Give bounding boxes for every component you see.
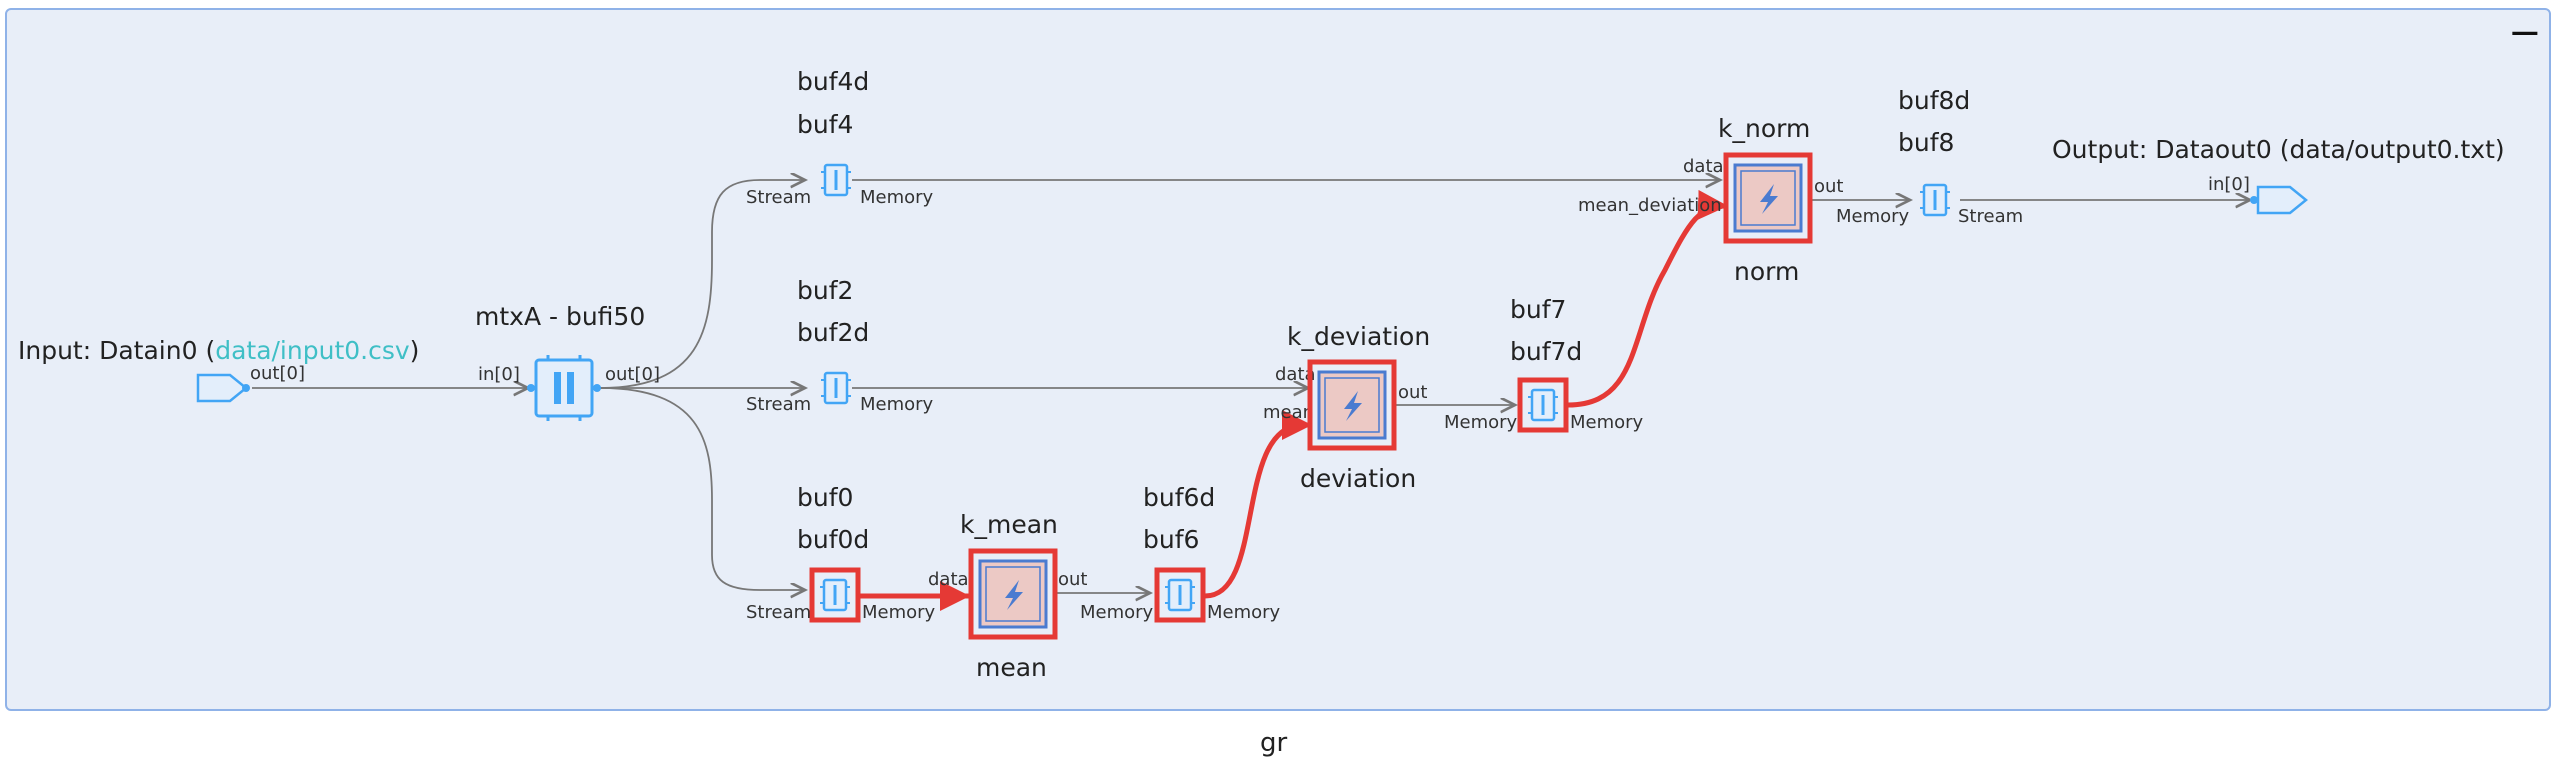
kernel-mean-title: k_mean	[960, 510, 1058, 539]
kernel-deviation[interactable]: k_deviation data mean out deviation	[1263, 322, 1430, 493]
critical-highlight	[1307, 359, 1397, 451]
buf6-top-label: buf6d	[1143, 483, 1215, 512]
output-title: Output: Dataout0 (data/output0.txt)	[2052, 135, 2505, 164]
buffer-icon	[819, 163, 853, 197]
kernel-icon	[1317, 370, 1387, 440]
buffer-icon	[1918, 183, 1952, 217]
edges	[252, 180, 2250, 593]
buffer-buf4[interactable]: buf4d buf4 Stream Memory	[746, 67, 934, 208]
output-port-label: in[0]	[2208, 174, 2250, 195]
buf0-top-label: buf0	[797, 483, 853, 512]
edge-mtx-buf0	[599, 387, 805, 590]
critical-highlight	[1154, 567, 1206, 623]
critical-buf6-deviation	[1204, 410, 1312, 599]
buf8-top-label: buf8d	[1898, 86, 1970, 115]
input-title: Input: Datain0 (data/input0.csv)	[18, 336, 419, 365]
buf6-bottom-label: buf6	[1143, 525, 1199, 554]
buf6-right-port: Memory	[1207, 602, 1281, 623]
buf6-left-port: Memory	[1080, 602, 1154, 623]
input-node[interactable]: Input: Datain0 (data/input0.csv) out[0]	[18, 336, 419, 403]
buf8-left-port: Memory	[1836, 206, 1910, 227]
critical-path	[860, 189, 1729, 611]
kernel-deviation-in1-port: data	[1275, 364, 1316, 385]
buffer-icon	[1163, 578, 1197, 612]
buf4-top-label: buf4d	[797, 67, 869, 96]
buf2-bottom-label: buf2d	[797, 318, 869, 347]
buf7-right-port: Memory	[1570, 412, 1644, 433]
kernel-mean-name: mean	[976, 653, 1047, 682]
buffer-icon	[1526, 388, 1560, 422]
kernel-deviation-in2-port: mean	[1263, 402, 1314, 423]
kernel-mean[interactable]: k_mean data out mean	[928, 510, 1087, 682]
graph-name-label: gr	[1260, 728, 1288, 758]
buf0-right-port: Memory	[862, 602, 936, 623]
buffer-buf6[interactable]: buf6d buf6 Memory Memory	[1080, 483, 1281, 623]
mtx-icon	[527, 355, 601, 421]
critical-buf7-norm	[1567, 189, 1729, 408]
buf4-right-port: Memory	[860, 187, 934, 208]
critical-highlight	[1723, 152, 1813, 244]
buffer-buf7[interactable]: buf7 buf7d Memory Memory	[1444, 295, 1644, 433]
output-node[interactable]: Output: Dataout0 (data/output0.txt) in[0…	[2052, 135, 2505, 215]
kernel-norm[interactable]: k_norm data mean_deviation out norm	[1578, 114, 1843, 286]
mtx-node[interactable]: mtxA - bufi50 in[0] out[0]	[475, 302, 660, 421]
kernel-mean-in-port: data	[928, 569, 969, 590]
kernel-icon	[1733, 163, 1803, 233]
kernel-norm-title: k_norm	[1718, 114, 1810, 143]
kernel-deviation-title: k_deviation	[1287, 322, 1430, 351]
kernel-mean-out-port: out	[1058, 569, 1087, 590]
buf8-right-port: Stream	[1958, 206, 2023, 227]
collapse-button[interactable]: −	[2508, 10, 2542, 56]
buf4-left-port: Stream	[746, 187, 811, 208]
output-port-icon	[2256, 185, 2308, 215]
buffer-buf8[interactable]: buf8d buf8 Memory Stream	[1836, 86, 2023, 227]
buf8-bottom-label: buf8	[1898, 128, 1954, 157]
kernel-icon	[978, 559, 1048, 629]
input-port-icon	[196, 373, 248, 403]
edge-mtx-buf4	[599, 180, 805, 389]
buf4-bottom-label: buf4	[797, 110, 853, 139]
buf7-bottom-label: buf7d	[1510, 337, 1582, 366]
input-file-link[interactable]: data/input0.csv	[215, 336, 410, 365]
kernel-norm-in2-port: mean_deviation	[1578, 195, 1722, 216]
kernel-norm-out-port: out	[1814, 176, 1843, 197]
kernel-norm-in1-port: data	[1683, 156, 1724, 177]
input-port-label: out[0]	[250, 363, 305, 384]
critical-highlight	[1517, 377, 1569, 433]
buf0-left-port: Stream	[746, 602, 811, 623]
kernel-norm-name: norm	[1734, 257, 1799, 286]
critical-highlight	[809, 567, 861, 623]
graph-container	[5, 8, 2551, 711]
buf2-left-port: Stream	[746, 394, 811, 415]
buf2-top-label: buf2	[797, 276, 853, 305]
buffer-buf2[interactable]: buf2 buf2d Stream Memory	[746, 276, 934, 415]
kernel-deviation-name: deviation	[1300, 464, 1416, 493]
kernel-deviation-out-port: out	[1398, 382, 1427, 403]
buffer-icon	[818, 578, 852, 612]
critical-highlight	[968, 548, 1058, 640]
buf0-bottom-label: buf0d	[797, 525, 869, 554]
buffer-buf0[interactable]: buf0 buf0d Stream Memory	[746, 483, 936, 623]
buf7-left-port: Memory	[1444, 412, 1518, 433]
buf2-right-port: Memory	[860, 394, 934, 415]
buf7-top-label: buf7	[1510, 295, 1566, 324]
mtx-out-port-label: out[0]	[605, 364, 660, 385]
mtx-in-port-label: in[0]	[478, 364, 520, 385]
mtx-title: mtxA - bufi50	[475, 302, 645, 331]
buffer-icon	[819, 371, 853, 405]
